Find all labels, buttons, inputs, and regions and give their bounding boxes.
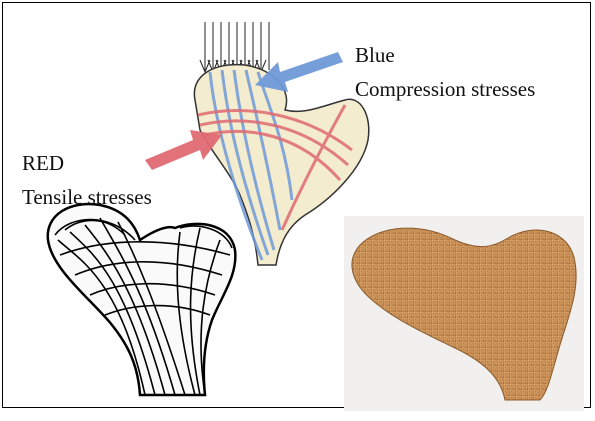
tension-arrow [145,130,222,170]
femur-section-photo [344,216,584,411]
tensile-heading: RED [22,150,64,176]
compression-heading: Blue [355,42,395,68]
compression-arrow [255,52,343,92]
compression-description: Compression stresses [355,76,535,102]
tensile-description: Tensile stresses [22,184,152,210]
trabecular-line-drawing [48,204,236,395]
